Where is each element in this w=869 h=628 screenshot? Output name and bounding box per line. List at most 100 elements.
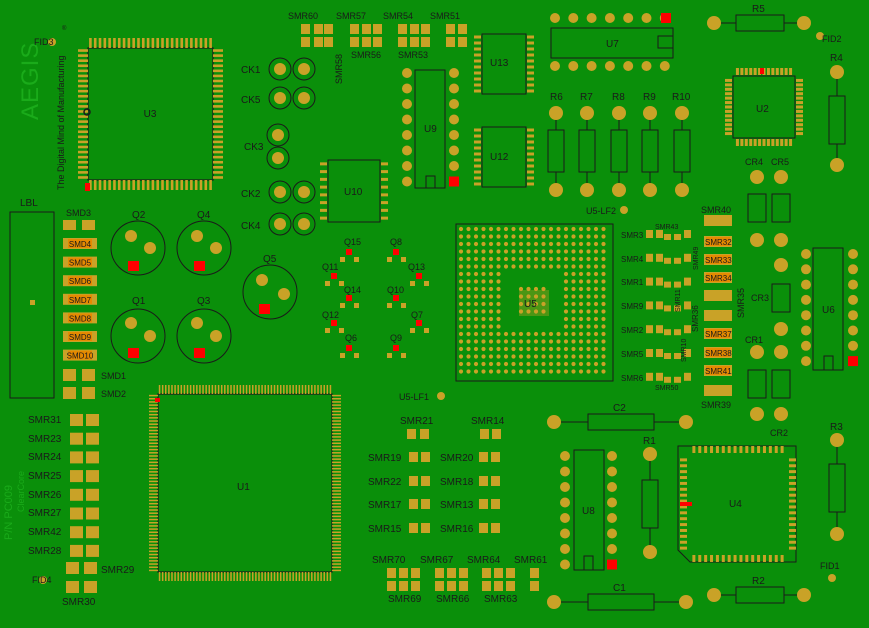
- qfp-pin: [213, 150, 223, 154]
- soic-pin: [527, 170, 534, 174]
- qfp-pin: [326, 385, 329, 394]
- ck4-crystal: CK4: [241, 212, 316, 236]
- bga-ball: [571, 346, 576, 352]
- bga-ball: [526, 226, 531, 232]
- bga-ball: [548, 361, 554, 367]
- qfp-pin: [149, 518, 158, 521]
- qfp-pin: [213, 89, 223, 93]
- sot-pin: [401, 257, 406, 262]
- u3-label: U3: [144, 109, 157, 120]
- qfp-pin: [323, 385, 325, 394]
- smr13-label: SMR13: [440, 500, 474, 511]
- qfp-pin: [332, 436, 341, 438]
- qfp-pin: [332, 477, 341, 479]
- bga-ball: [488, 264, 494, 269]
- bga-ball: [496, 286, 501, 292]
- pad: [410, 24, 419, 34]
- smr66-label: SMR66: [436, 594, 470, 605]
- pad: [530, 568, 539, 578]
- smr-middle-block: [407, 429, 501, 533]
- pad: [84, 581, 97, 593]
- bga-ball: [601, 361, 606, 367]
- soic-pin: [527, 53, 534, 57]
- qfp-pin: [213, 74, 223, 78]
- qfp-pin: [311, 572, 313, 581]
- plcc-pin: [758, 68, 762, 75]
- bga-ball: [458, 324, 464, 329]
- qfp-pin: [78, 176, 88, 179]
- bga-ball: [563, 316, 569, 322]
- bga-ball: [578, 354, 584, 359]
- qfp-pin: [204, 38, 208, 48]
- bga-ball: [571, 324, 576, 329]
- bga-ball: [496, 271, 501, 277]
- qfp-pin: [204, 180, 208, 190]
- bga-ball: [503, 226, 509, 232]
- r2-resistor: R2: [707, 576, 811, 604]
- soic-pin: [381, 177, 388, 181]
- bga-ball: [511, 256, 516, 262]
- smr2-label: SMR2: [621, 326, 644, 335]
- qfp-pin: [149, 445, 158, 448]
- dip-pin: [449, 114, 459, 125]
- qfp-pin: [292, 385, 294, 394]
- bga-ball: [571, 271, 576, 277]
- soic-pin: [474, 59, 481, 63]
- smr-bga-stack: [646, 230, 691, 383]
- q3-label: Q3: [197, 296, 211, 307]
- bga-ball: [511, 241, 516, 247]
- bga-ball: [541, 354, 546, 359]
- qfp-pin: [149, 493, 158, 495]
- soic-pin: [381, 193, 388, 197]
- qfp-pin: [89, 180, 92, 190]
- bga-ball: [571, 331, 576, 337]
- sot-pin1: [331, 273, 337, 279]
- qfp-pin: [149, 467, 158, 470]
- pad: [66, 581, 79, 593]
- soic-pin: [474, 134, 481, 138]
- soic-pin: [381, 216, 388, 220]
- bga-ball: [586, 346, 591, 352]
- qfp-pin: [332, 474, 341, 476]
- q5-transistor: Q5: [242, 254, 298, 320]
- bga-ball: [593, 339, 599, 344]
- smr24-label: SMR24: [28, 452, 62, 463]
- bga-ball: [578, 301, 584, 307]
- qfp-pin: [320, 385, 322, 394]
- dip-pin: [402, 83, 412, 94]
- bga-ball: [518, 369, 524, 374]
- bga-ball: [526, 369, 531, 374]
- u5-bga: U5: [455, 223, 614, 382]
- qfp-pin: [279, 572, 282, 581]
- soic-pin: [527, 35, 534, 39]
- qfp-pin: [170, 180, 174, 190]
- qfp-pin: [78, 54, 88, 57]
- qfp-pin: [93, 38, 97, 48]
- qfp-pin: [332, 483, 341, 486]
- plcc-pin: [735, 139, 739, 146]
- sot-pin: [339, 281, 344, 286]
- bga-ball: [556, 241, 561, 247]
- qfp-pin: [78, 155, 88, 159]
- sot-pin: [339, 328, 344, 333]
- bga-ball: [578, 279, 584, 284]
- plcc-pin: [753, 139, 757, 146]
- bga-ball: [481, 234, 486, 239]
- bga-ball: [601, 241, 606, 247]
- smd-body: [68, 332, 92, 341]
- pad: [435, 568, 444, 578]
- pad: [398, 24, 407, 34]
- bga-ball: [481, 294, 486, 299]
- sot-pin: [354, 257, 359, 262]
- qfp-pin: [239, 572, 242, 581]
- qfp-pin: [332, 563, 341, 565]
- bga-ball: [503, 234, 509, 239]
- cr2-label: CR2: [770, 428, 788, 438]
- bga-ball: [593, 346, 599, 352]
- qfp-pin: [332, 550, 341, 553]
- bga-ball: [556, 354, 561, 359]
- bga-ball: [586, 286, 591, 292]
- bga-ball: [466, 234, 471, 239]
- smr31-label: SMR31: [28, 415, 62, 426]
- q11-label: Q11: [322, 262, 338, 272]
